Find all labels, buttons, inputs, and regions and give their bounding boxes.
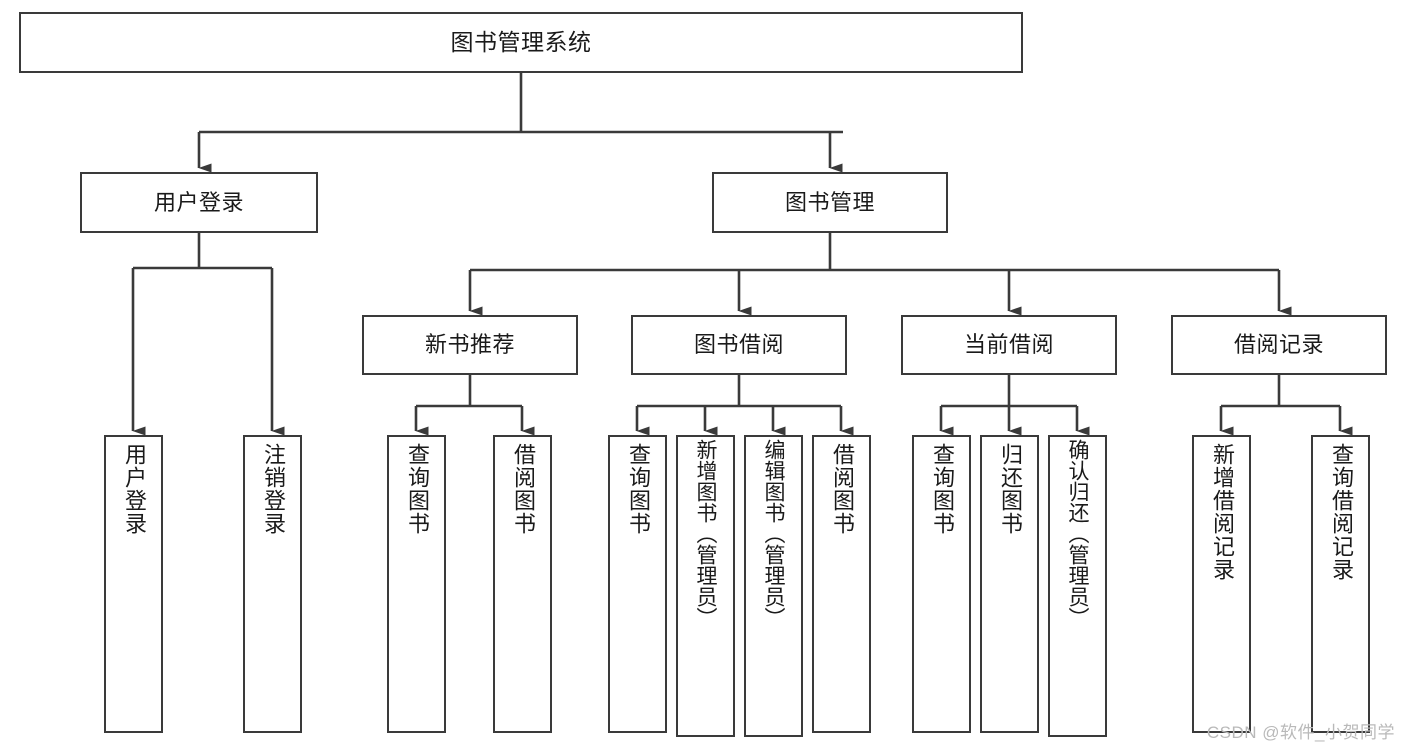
- node-label: 查询图书: [404, 443, 430, 535]
- node-label: 编辑图书（管理员）: [762, 439, 785, 628]
- node-label: 当前借阅: [963, 332, 1054, 357]
- node-book-borrow[interactable]: 图书借阅: [631, 315, 847, 375]
- node-label: 确认归还（管理员）: [1066, 439, 1089, 628]
- node-borrow-record[interactable]: 借阅记录: [1171, 315, 1387, 375]
- leaf-current-borrow-return-book[interactable]: 归还图书: [980, 435, 1039, 733]
- node-label: 图书管理系统: [450, 29, 592, 55]
- node-label: 用户登录: [153, 189, 244, 215]
- node-root-book-management-system[interactable]: 图书管理系统: [19, 12, 1023, 73]
- csdn-watermark: CSDN @软件_小贺同学: [1206, 723, 1395, 742]
- node-label: 借阅图书: [829, 443, 855, 535]
- node-label: 借阅图书: [510, 443, 536, 535]
- leaf-user-login-signin[interactable]: 用户登录: [104, 435, 163, 733]
- node-label: 归还图书: [997, 443, 1023, 535]
- node-label: 新增借阅记录: [1209, 443, 1235, 581]
- leaf-new-book-borrow-book[interactable]: 借阅图书: [493, 435, 552, 733]
- leaf-borrow-record-query-record[interactable]: 查询借阅记录: [1311, 435, 1370, 733]
- node-label: 用户登录: [121, 443, 147, 535]
- node-label: 注销登录: [260, 443, 286, 535]
- node-new-book-recommend[interactable]: 新书推荐: [362, 315, 578, 375]
- leaf-book-borrow-edit-book-admin[interactable]: 编辑图书（管理员）: [744, 435, 803, 737]
- leaf-book-borrow-add-book-admin[interactable]: 新增图书（管理员）: [676, 435, 735, 737]
- node-label: 查询图书: [625, 443, 651, 535]
- leaf-current-borrow-confirm-return-admin[interactable]: 确认归还（管理员）: [1048, 435, 1107, 737]
- leaf-user-login-signout[interactable]: 注销登录: [243, 435, 302, 733]
- node-label: 图书借阅: [693, 332, 784, 357]
- node-label: 图书管理: [784, 189, 875, 215]
- node-label: 查询图书: [929, 443, 955, 535]
- leaf-book-borrow-query-book[interactable]: 查询图书: [608, 435, 667, 733]
- node-current-borrow[interactable]: 当前借阅: [901, 315, 1117, 375]
- node-user-login[interactable]: 用户登录: [80, 172, 318, 233]
- leaf-borrow-record-add-record[interactable]: 新增借阅记录: [1192, 435, 1251, 733]
- leaf-book-borrow-borrow-book[interactable]: 借阅图书: [812, 435, 871, 733]
- node-label: 新书推荐: [424, 332, 515, 357]
- leaf-new-book-query-book[interactable]: 查询图书: [387, 435, 446, 733]
- node-label: 查询借阅记录: [1328, 443, 1354, 581]
- node-label: 借阅记录: [1233, 332, 1324, 357]
- node-book-management[interactable]: 图书管理: [712, 172, 948, 233]
- leaf-current-borrow-query-book[interactable]: 查询图书: [912, 435, 971, 733]
- node-label: 新增图书（管理员）: [694, 439, 717, 628]
